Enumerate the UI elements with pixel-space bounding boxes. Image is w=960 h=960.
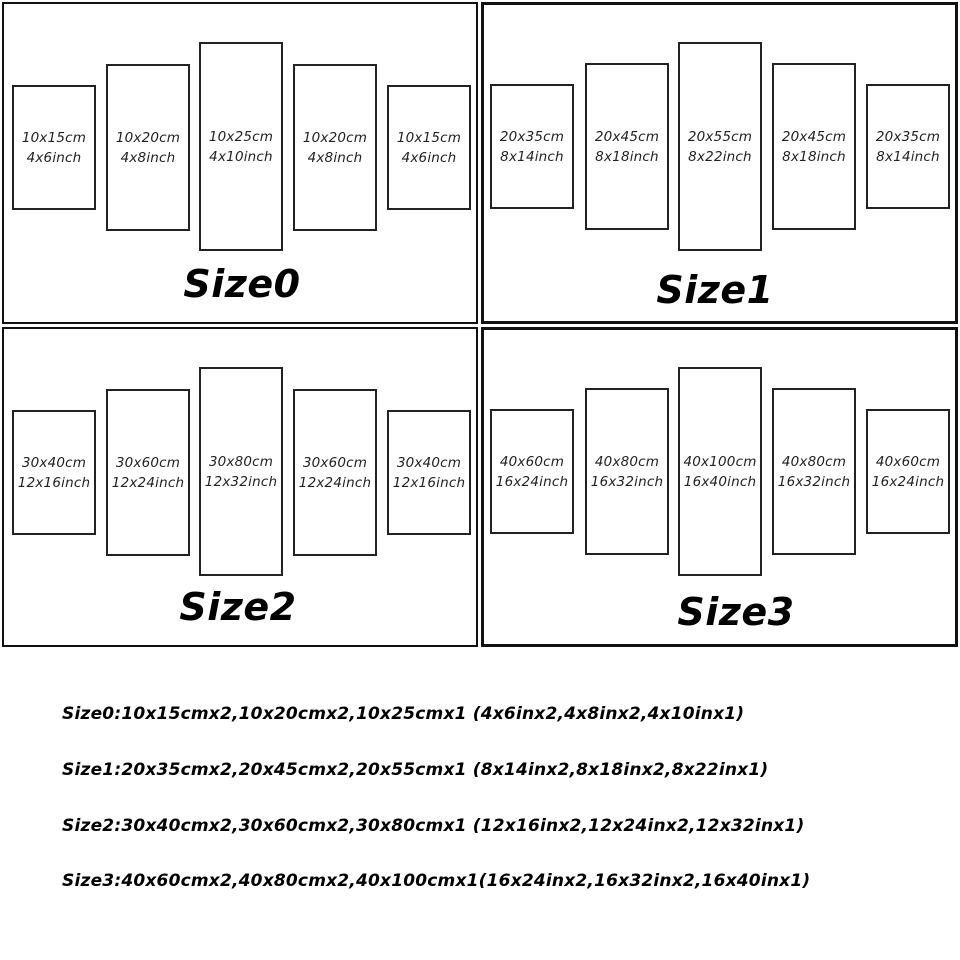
panel-inch-label: 12x16inch bbox=[17, 474, 91, 491]
panel-short: 30x40cm 12x16inch bbox=[387, 410, 471, 535]
panel-inch-label: 16x32inch bbox=[590, 473, 664, 490]
panel-inch-label: 4x6inch bbox=[401, 149, 457, 166]
panel-inch-label: 16x40inch bbox=[683, 473, 757, 490]
spec-line-size0: Size0:10x15cmx2,10x20cmx2,10x25cmx1 (4x6… bbox=[62, 704, 745, 724]
panel-inch-label: 12x24inch bbox=[298, 474, 372, 491]
panel-inch-label: 4x10inch bbox=[209, 148, 273, 165]
panel-inch-label: 4x8inch bbox=[120, 149, 176, 166]
panel-inch-label: 8x18inch bbox=[595, 148, 659, 165]
panel-inch-label: 16x32inch bbox=[777, 473, 851, 490]
panel-cm-label: 30x40cm bbox=[396, 454, 462, 471]
panel-tall: 10x25cm 4x10inch bbox=[199, 42, 283, 251]
panel-cm-label: 10x15cm bbox=[396, 129, 462, 146]
panel-short: 40x60cm 16x24inch bbox=[490, 409, 574, 534]
panel-tall: 20x55cm 8x22inch bbox=[678, 42, 762, 251]
panel-inch-label: 12x16inch bbox=[392, 474, 466, 491]
spec-line-size3: Size3:40x60cmx2,40x80cmx2,40x100cmx1(16x… bbox=[62, 871, 811, 891]
panel-cm-label: 20x45cm bbox=[781, 128, 847, 145]
size2-box: 30x40cm 12x16inch 30x60cm 12x24inch 30x8… bbox=[2, 327, 478, 647]
size3-title: Size3 bbox=[677, 590, 795, 634]
panel-inch-label: 4x6inch bbox=[26, 149, 82, 166]
panel-cm-label: 40x80cm bbox=[781, 453, 847, 470]
panel-medium: 10x20cm 4x8inch bbox=[293, 64, 377, 231]
panel-medium: 10x20cm 4x8inch bbox=[106, 64, 190, 231]
panel-cm-label: 30x40cm bbox=[21, 454, 87, 471]
panel-inch-label: 16x24inch bbox=[871, 473, 945, 490]
panel-short: 20x35cm 8x14inch bbox=[866, 84, 950, 209]
panel-inch-label: 8x14inch bbox=[500, 148, 564, 165]
panel-medium: 30x60cm 12x24inch bbox=[106, 389, 190, 556]
panel-short: 40x60cm 16x24inch bbox=[866, 409, 950, 534]
panel-short: 10x15cm 4x6inch bbox=[387, 85, 471, 210]
panel-cm-label: 40x100cm bbox=[683, 453, 757, 470]
panel-cm-label: 30x60cm bbox=[302, 454, 368, 471]
panel-cm-label: 10x15cm bbox=[21, 129, 87, 146]
panel-inch-label: 4x8inch bbox=[307, 149, 363, 166]
panel-tall: 40x100cm 16x40inch bbox=[678, 367, 762, 576]
panel-inch-label: 16x24inch bbox=[495, 473, 569, 490]
panel-cm-label: 10x20cm bbox=[115, 129, 181, 146]
panel-cm-label: 10x25cm bbox=[208, 128, 274, 145]
panel-medium: 40x80cm 16x32inch bbox=[772, 388, 856, 555]
panel-inch-label: 8x18inch bbox=[782, 148, 846, 165]
spec-line-size2: Size2:30x40cmx2,30x60cmx2,30x80cmx1 (12x… bbox=[62, 816, 805, 836]
panel-inch-label: 8x22inch bbox=[688, 148, 752, 165]
size1-box: 20x35cm 8x14inch 20x45cm 8x18inch 20x55c… bbox=[481, 2, 958, 324]
size1-title: Size1 bbox=[656, 268, 774, 312]
panel-short: 10x15cm 4x6inch bbox=[12, 85, 96, 210]
panel-cm-label: 20x35cm bbox=[499, 128, 565, 145]
panel-cm-label: 40x80cm bbox=[594, 453, 660, 470]
panel-cm-label: 30x60cm bbox=[115, 454, 181, 471]
size0-box: 10x15cm 4x6inch 10x20cm 4x8inch 10x25cm … bbox=[2, 2, 478, 324]
panel-cm-label: 20x35cm bbox=[875, 128, 941, 145]
panel-medium: 20x45cm 8x18inch bbox=[772, 63, 856, 230]
spec-line-size1: Size1:20x35cmx2,20x45cmx2,20x55cmx1 (8x1… bbox=[62, 760, 769, 780]
panel-inch-label: 12x24inch bbox=[111, 474, 185, 491]
panel-cm-label: 10x20cm bbox=[302, 129, 368, 146]
panel-inch-label: 12x32inch bbox=[204, 473, 278, 490]
size2-title: Size2 bbox=[179, 585, 297, 629]
panel-short: 30x40cm 12x16inch bbox=[12, 410, 96, 535]
panel-medium: 40x80cm 16x32inch bbox=[585, 388, 669, 555]
panel-cm-label: 40x60cm bbox=[875, 453, 941, 470]
panel-cm-label: 20x45cm bbox=[594, 128, 660, 145]
size3-box: 40x60cm 16x24inch 40x80cm 16x32inch 40x1… bbox=[481, 327, 958, 647]
panel-medium: 20x45cm 8x18inch bbox=[585, 63, 669, 230]
panel-tall: 30x80cm 12x32inch bbox=[199, 367, 283, 576]
panel-medium: 30x60cm 12x24inch bbox=[293, 389, 377, 556]
panel-cm-label: 20x55cm bbox=[687, 128, 753, 145]
panel-cm-label: 40x60cm bbox=[499, 453, 565, 470]
panel-inch-label: 8x14inch bbox=[876, 148, 940, 165]
panel-cm-label: 30x80cm bbox=[208, 453, 274, 470]
panel-short: 20x35cm 8x14inch bbox=[490, 84, 574, 209]
size0-title: Size0 bbox=[183, 262, 301, 306]
